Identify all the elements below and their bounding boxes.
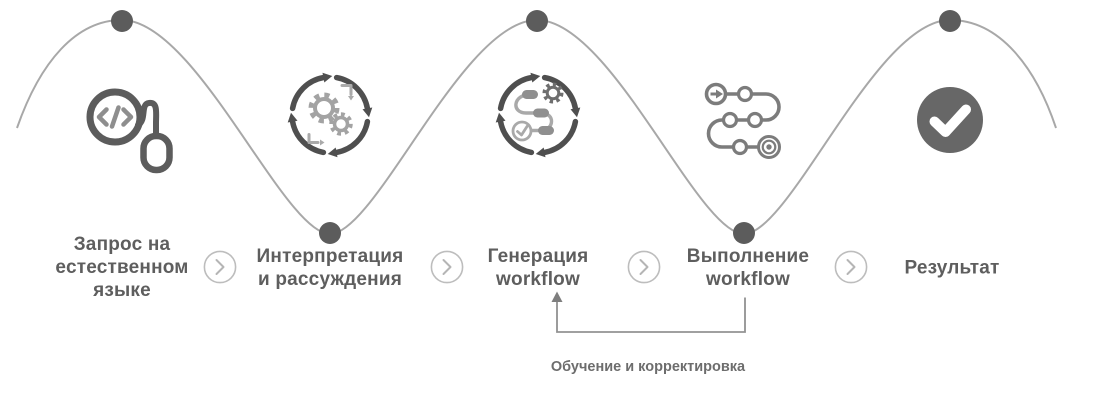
feedback-label: Обучение и корректировка (550, 359, 746, 375)
wave-dot (111, 10, 133, 32)
workflow-node-pills (522, 90, 554, 135)
wave-dot (733, 222, 755, 244)
target-node-icon (757, 135, 781, 159)
workflow-execution-path-icon (704, 82, 781, 159)
exchange-arrows-icon (307, 84, 354, 146)
start-node-icon (704, 82, 728, 106)
wave-dot (526, 10, 548, 32)
arrowhead-up-icon (551, 291, 563, 302)
gear-icon (308, 92, 353, 136)
code-search-mouse-icon (86, 88, 173, 174)
mouse-icon (140, 132, 173, 174)
workflow-generation-cycle-icon (495, 72, 581, 158)
step-label-interpretation-reasoning: Интерпретация и рассуждения (256, 245, 404, 290)
gear-icon (542, 82, 564, 104)
step-label-workflow-generation: Генерация workflow (487, 245, 589, 290)
chevron-right-icon (430, 250, 464, 284)
cycle-arrowheads (495, 72, 581, 158)
check-badge-icon (511, 120, 533, 142)
step-label-natural-language-request: Запрос на естественном языке (55, 234, 189, 302)
chevron-right-icon (834, 250, 868, 284)
feedback-arrow (551, 291, 746, 333)
cycle-arrows-icon (497, 74, 579, 156)
path-nodes (721, 85, 764, 156)
code-tag-icon (96, 105, 134, 129)
wave-dot (939, 10, 961, 32)
gears-cycle-icon (287, 72, 373, 158)
chevron-right-icon (203, 250, 237, 284)
cycle-arrowheads (287, 72, 373, 158)
chevron-right-icon (627, 250, 661, 284)
execution-path (706, 92, 781, 149)
step-label-result: Результат (904, 257, 1000, 279)
check-circle-icon (917, 87, 983, 153)
step-label-workflow-execution: Выполнение workflow (686, 245, 810, 290)
cycle-arrows-icon (289, 74, 371, 156)
mouse-cable (135, 100, 160, 139)
wave-dot (319, 222, 341, 244)
